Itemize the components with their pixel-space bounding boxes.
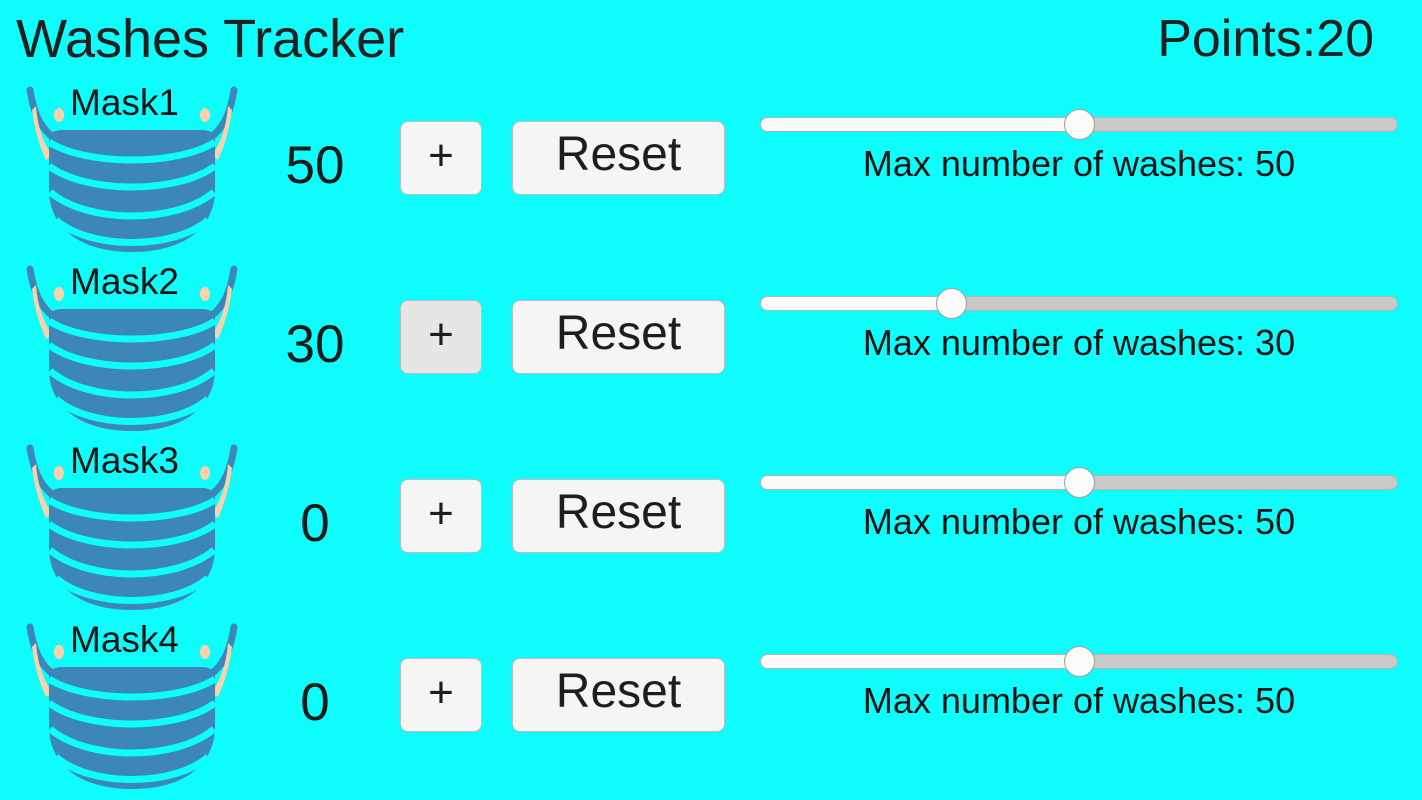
mask-icon-cell: Mask3 — [8, 436, 253, 615]
max-washes-caption: Max number of washes: 30 — [862, 322, 1296, 363]
max-washes-slider-group: Max number of washes: 50 — [760, 106, 1398, 236]
increment-button[interactable]: + — [400, 479, 482, 553]
increment-button[interactable]: + — [400, 121, 482, 195]
slider-thumb[interactable] — [1064, 467, 1095, 498]
wash-count: 0 — [300, 494, 330, 553]
mask-row: Mask3 0 + Reset Max number of washes: 50 — [0, 436, 1422, 615]
mask-row: Mask2 30 + Reset Max number of washes: 3… — [0, 257, 1422, 436]
reset-button[interactable]: Reset — [512, 658, 725, 732]
mask-name-label: Mask3 — [70, 440, 179, 481]
points-counter: Points:20 — [1157, 10, 1374, 68]
page-title: Washes Tracker — [16, 9, 405, 69]
face-mask-icon — [26, 265, 238, 431]
reset-button[interactable]: Reset — [512, 479, 725, 553]
slider-thumb[interactable] — [936, 288, 968, 319]
wash-count: 30 — [285, 315, 345, 374]
wash-count: 0 — [300, 673, 330, 732]
slider-track-fill — [760, 117, 1079, 132]
max-washes-slider-group: Max number of washes: 50 — [760, 464, 1398, 594]
slider-track-fill — [760, 475, 1079, 490]
mask-icon-cell: Mask4 — [8, 615, 253, 794]
max-washes-slider[interactable] — [760, 285, 1398, 319]
max-washes-slider[interactable] — [760, 464, 1398, 498]
app-header: Washes Tracker Points:20 — [0, 0, 1422, 78]
mask-rows-list: Mask1 50 + Reset Max number of washes: 5… — [0, 78, 1422, 794]
max-washes-slider-group: Max number of washes: 30 — [760, 285, 1398, 415]
reset-button[interactable]: Reset — [512, 300, 725, 374]
slider-track-fill — [760, 296, 952, 311]
slider-thumb[interactable] — [1064, 646, 1095, 677]
max-washes-slider[interactable] — [760, 106, 1398, 140]
wash-count: 50 — [285, 136, 345, 195]
mask-name-label: Mask2 — [70, 261, 179, 302]
max-washes-slider-group: Max number of washes: 50 — [760, 643, 1398, 773]
max-washes-caption: Max number of washes: 50 — [862, 680, 1296, 721]
reset-button[interactable]: Reset — [512, 121, 725, 195]
slider-track-fill — [760, 654, 1079, 669]
increment-button[interactable]: + — [400, 658, 482, 732]
mask-icon-cell: Mask2 — [8, 257, 253, 436]
max-washes-caption: Max number of washes: 50 — [862, 143, 1296, 184]
max-washes-caption: Max number of washes: 50 — [862, 501, 1296, 542]
face-mask-icon — [26, 444, 238, 610]
mask-name-label: Mask1 — [70, 82, 179, 123]
increment-button[interactable]: + — [400, 300, 482, 374]
mask-row: Mask1 50 + Reset Max number of washes: 5… — [0, 78, 1422, 257]
mask-name-label: Mask4 — [70, 619, 179, 660]
slider-thumb[interactable] — [1064, 109, 1095, 140]
mask-row: Mask4 0 + Reset Max number of washes: 50 — [0, 615, 1422, 794]
max-washes-slider[interactable] — [760, 643, 1398, 677]
face-mask-icon — [26, 86, 238, 252]
mask-icon-cell: Mask1 — [8, 78, 253, 257]
face-mask-icon — [26, 623, 238, 789]
